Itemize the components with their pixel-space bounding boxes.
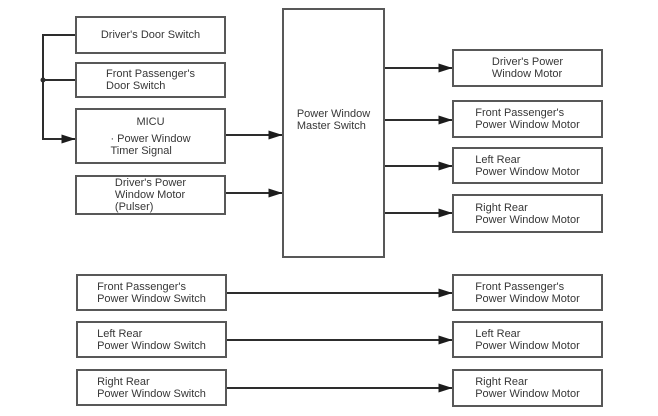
label-line: Left Rear [97,327,143,340]
label-line: Power Window Motor [475,213,580,226]
label-line: Power Window Switch [97,292,206,305]
label-line: Front Passenger's [106,68,195,80]
label-line: Power Window Motor [475,119,580,131]
label-line: · Power Window [110,132,191,145]
label-line: Driver's Power [491,56,564,68]
label-line: Right Rear [475,201,528,214]
label-line: Left Rear [475,153,521,166]
label-line: Power Window Motor [475,388,580,400]
front-passengers-power-window-motor-box: Front Passenger's Power Window Motor [452,100,603,138]
label-line: Driver's Door Switch [100,29,201,41]
label-line: Driver's Power [114,177,187,189]
junction-dot [40,77,46,83]
front-passengers-power-window-motor-lower-label: Front Passenger's Power Window Motor [475,281,580,305]
micu-label: MICU · Power Window Timer Signal [110,116,190,157]
left-rear-power-window-motor-box: Left Rear Power Window Motor [452,147,603,184]
drivers-power-window-motor-pulser-box: Driver's Power Window Motor (Pulser) [75,175,226,215]
power-window-master-switch-box: Power Window Master Switch [282,8,385,258]
front-passengers-power-window-motor-lower-box: Front Passenger's Power Window Motor [452,274,603,311]
label-line: Front Passenger's [97,280,186,293]
label-line: Left Rear [475,327,521,340]
front-passengers-door-switch-label: Front Passenger's Door Switch [106,68,195,92]
right-rear-power-window-motor-lower-label: Right Rear Power Window Motor [475,376,580,400]
label-line: Power Window Switch [97,339,206,352]
label-line: Front Passenger's [475,280,565,293]
drivers-power-window-motor-label: Driver's Power Window Motor [492,56,563,80]
label-line: Power Window Motor [475,165,580,178]
label-line: Power Window Motor [475,292,580,305]
connector-door-switches-to-micu [42,34,76,144]
right-rear-power-window-motor-label: Right Rear Power Window Motor [475,202,580,226]
label-line: Right Rear [97,375,150,388]
drivers-door-switch-label: Driver's Door Switch [101,29,200,41]
micu-box: MICU · Power Window Timer Signal [75,108,226,164]
label-line: Power Window Motor [475,339,580,352]
front-passengers-power-window-motor-label: Front Passenger's Power Window Motor [475,107,580,131]
right-rear-power-window-motor-lower-box: Right Rear Power Window Motor [452,369,603,407]
left-rear-power-window-motor-lower-label: Left Rear Power Window Motor [475,328,580,352]
right-rear-power-window-switch-label: Right Rear Power Window Switch [97,376,206,400]
label-line: (Pulser) [114,201,154,213]
power-window-master-switch-label: Power Window Master Switch [297,108,370,132]
left-rear-power-window-motor-label: Left Rear Power Window Motor [475,154,580,178]
drivers-door-switch-box: Driver's Door Switch [75,16,226,54]
label-line: Window Motor [491,68,563,80]
front-passengers-power-window-switch-label: Front Passenger's Power Window Switch [97,281,206,305]
drivers-power-window-motor-box: Driver's Power Window Motor [452,49,603,87]
drivers-power-window-motor-pulser-label: Driver's Power Window Motor (Pulser) [115,177,186,213]
label-line: MICU [136,115,165,128]
label-line: Right Rear [475,376,528,388]
label-line: Power Window [296,108,371,120]
label-line: Window Motor [114,189,186,201]
label-line: Power Window Switch [97,387,206,400]
label-line: Master Switch [296,120,366,132]
left-rear-power-window-switch-box: Left Rear Power Window Switch [76,321,227,358]
right-rear-power-window-switch-box: Right Rear Power Window Switch [76,369,227,406]
label-line: Timer Signal [110,144,172,157]
front-passengers-power-window-switch-box: Front Passenger's Power Window Switch [76,274,227,311]
right-rear-power-window-motor-box: Right Rear Power Window Motor [452,194,603,233]
label-line: Front Passenger's [475,107,565,119]
left-rear-power-window-switch-label: Left Rear Power Window Switch [97,328,206,352]
front-passengers-door-switch-box: Front Passenger's Door Switch [75,62,226,98]
label-line: Door Switch [106,80,166,92]
left-rear-power-window-motor-lower-box: Left Rear Power Window Motor [452,321,603,358]
